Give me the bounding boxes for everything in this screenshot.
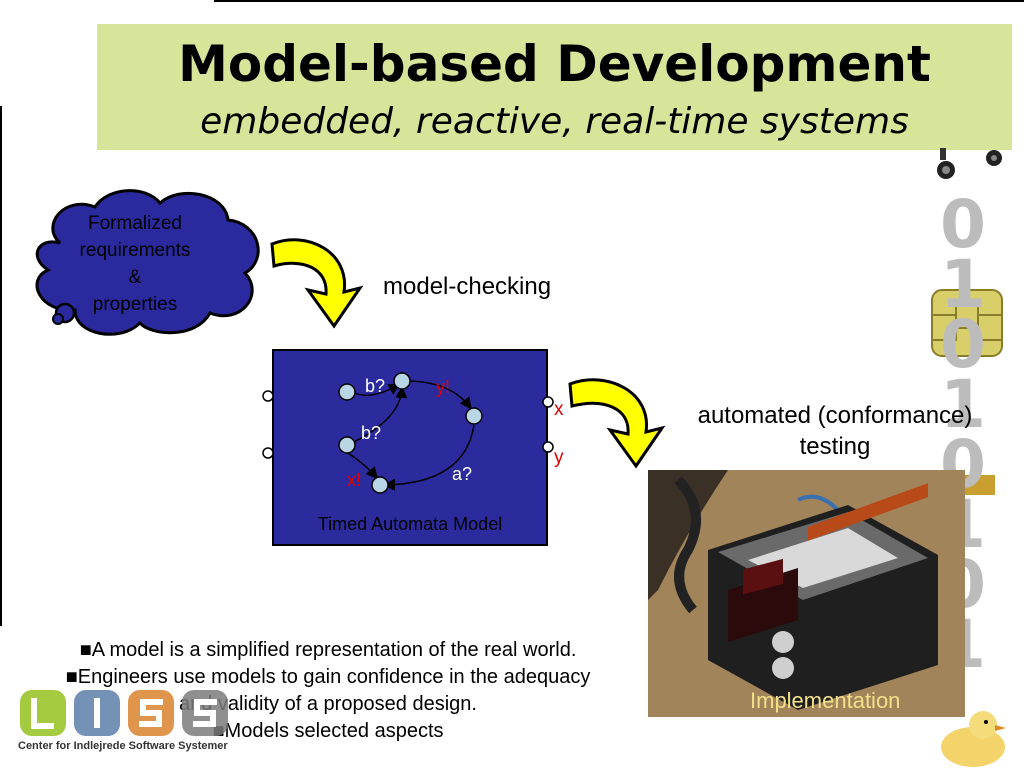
logo-text: Center for Indlejrede Software Systemer [18,740,228,752]
arrow-to-implementation [568,378,666,469]
bullet-text: Models selected aspects [224,720,444,742]
bullet-item: ■Engineers use models to gain confidence… [65,666,591,688]
wheels-icon [937,148,1002,179]
bullet-item: and validity of a proposed design. [18,691,638,718]
state-node [371,476,389,494]
chip-fragment [965,475,995,495]
input-port [262,447,274,459]
requirements-cloud [35,189,260,336]
left-rule [0,106,2,626]
testing-line: automated (conformance) [697,402,973,429]
edge-label: x! [347,470,362,490]
edge-label: y! [436,377,451,397]
top-rule [214,0,1024,2]
cloud-line: Formalized [88,213,182,234]
model-checking-label: model-checking [383,273,552,300]
cloud-line: requirements [79,240,191,261]
output-label-y: y [554,447,564,468]
decorative-strip [931,148,1003,495]
automata-caption: Timed Automata Model [317,514,503,534]
testing-label: automated (conformance) testing [680,400,990,462]
cloud-line: properties [92,294,178,315]
state-node [393,372,411,390]
chick-icon [941,711,1006,767]
output-port [542,396,554,408]
testing-line: testing [799,433,871,460]
edge-label: a? [452,464,473,484]
bullet-item: ■A model is a simplified representation … [79,639,577,661]
automata-diagram [262,372,554,494]
state-node [338,436,356,454]
slide-title: Model-based Development [178,35,931,93]
output-label-x: x [554,399,564,420]
bullet-text: and validity of a proposed design. [179,693,477,715]
implementation-caption: Implementation [750,688,901,713]
bullet-list: ■A model is a simplified representation … [18,637,638,745]
chip-icon [931,289,1003,357]
input-port [262,390,274,402]
edge-label: b? [361,423,382,443]
state-node [338,383,356,401]
slide-subtitle: embedded, reactive, real-time systems [200,101,909,142]
cloud-line: & [128,267,142,288]
title-box: Model-based Development embedded, reacti… [97,24,1012,150]
edge-label: b? [365,376,386,396]
bullet-text: Engineers use models to gain confidence … [77,666,591,688]
arrow-to-model [270,238,364,329]
bullet-text: A model is a simplified representation o… [91,639,577,661]
output-port [542,441,554,453]
implementation-photo: Implementation [648,470,965,717]
controller-device-illustration [648,470,965,717]
state-node [465,407,483,425]
ciss-logo-icon [20,690,228,736]
cloud-text: Formalized requirements & properties [40,210,230,318]
